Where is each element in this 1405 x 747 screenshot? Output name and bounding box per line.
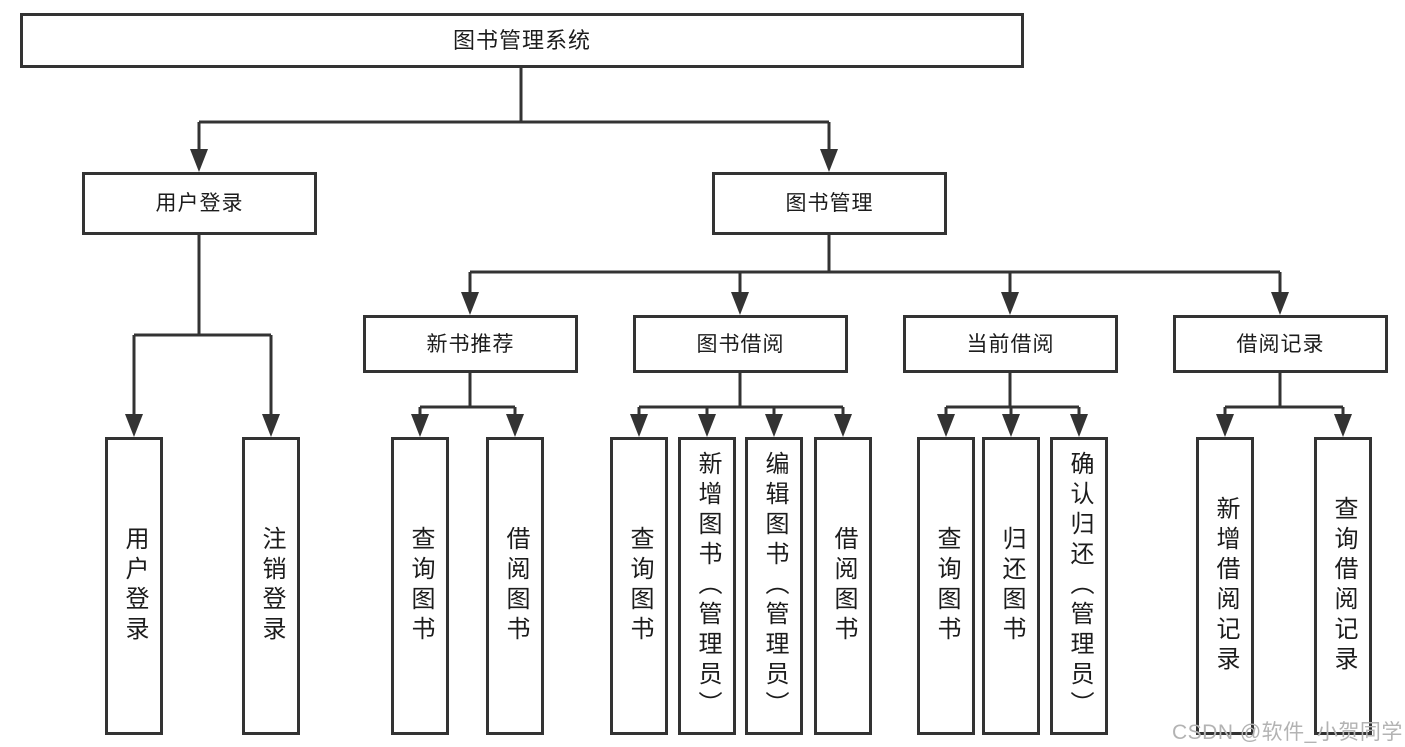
leaf-confirm-return-admin: 确认归还（管理员） bbox=[1050, 437, 1108, 735]
node-borrow-records: 借阅记录 bbox=[1173, 315, 1388, 373]
node-book-management: 图书管理 bbox=[712, 172, 947, 235]
leaf-return-books: 归还图书 bbox=[982, 437, 1040, 735]
leaf-logout: 注销登录 bbox=[242, 437, 300, 735]
leaf-query-books-borrow: 查询图书 bbox=[610, 437, 668, 735]
leaf-query-borrow-record: 查询借阅记录 bbox=[1314, 437, 1372, 735]
leaf-borrow-books-recommend: 借阅图书 bbox=[486, 437, 544, 735]
leaf-add-books-admin: 新增图书（管理员） bbox=[678, 437, 736, 735]
arrowhead-icons bbox=[125, 149, 1352, 437]
node-new-book-recommend: 新书推荐 bbox=[363, 315, 578, 373]
leaf-edit-books-admin: 编辑图书（管理员） bbox=[745, 437, 803, 735]
csdn-watermark: CSDN @软件_小贺同学 bbox=[1172, 721, 1403, 744]
leaf-add-borrow-record: 新增借阅记录 bbox=[1196, 437, 1254, 735]
node-book-borrow: 图书借阅 bbox=[633, 315, 848, 373]
leaf-query-books-current: 查询图书 bbox=[917, 437, 975, 735]
leaf-query-books-recommend: 查询图书 bbox=[391, 437, 449, 735]
node-current-borrow: 当前借阅 bbox=[903, 315, 1118, 373]
node-system-root: 图书管理系统 bbox=[20, 13, 1024, 68]
node-user-login: 用户登录 bbox=[82, 172, 317, 235]
leaf-user-login: 用户登录 bbox=[105, 437, 163, 735]
leaf-borrow-books: 借阅图书 bbox=[814, 437, 872, 735]
